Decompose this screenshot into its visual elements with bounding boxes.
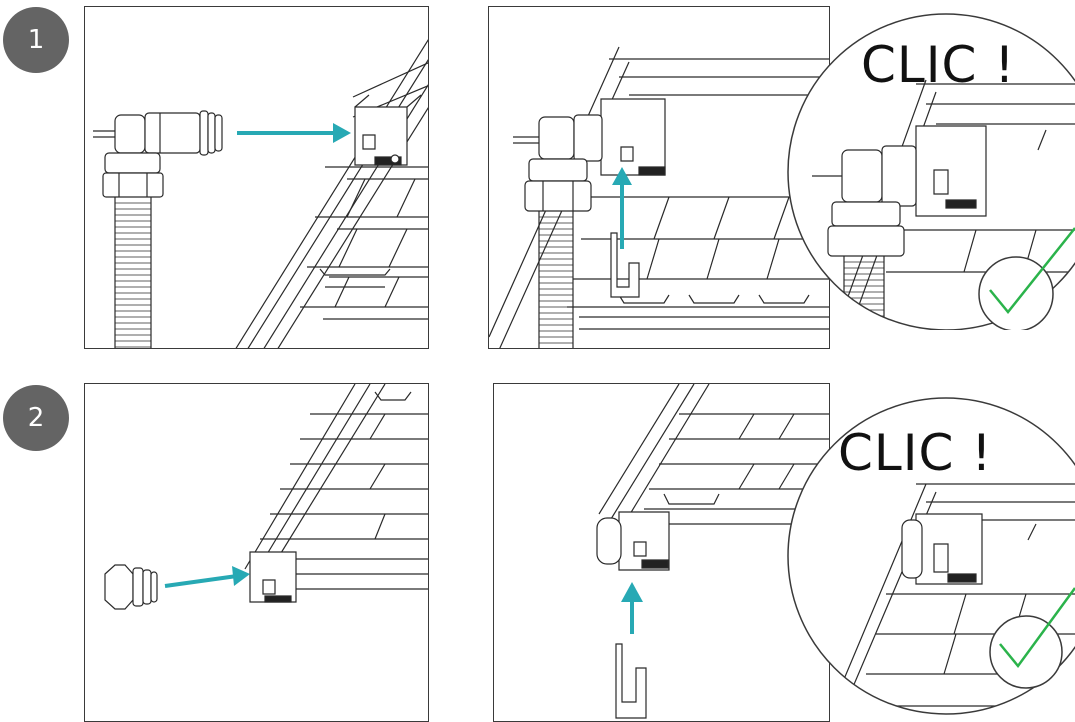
radiator-fitting-illustration — [85, 7, 429, 349]
step-2-panel-insert-plug — [84, 383, 429, 722]
clic-label-1: CLIC ! — [861, 36, 1016, 94]
check-icon — [990, 588, 1075, 688]
plug-arrow — [165, 566, 250, 586]
step-2-number: 2 — [27, 403, 45, 433]
check-icon — [979, 228, 1075, 330]
step-1-zoom-magnifier: CLIC ! — [776, 0, 1075, 330]
step-1-badge: 1 — [3, 7, 69, 73]
plug-insertion-illustration — [85, 384, 429, 722]
clic-label-2: CLIC ! — [838, 424, 993, 482]
step-2-panel-insert-clip — [493, 383, 830, 722]
plug-clip-up-arrow — [621, 582, 643, 634]
step-1-panel-insert-fitting — [84, 6, 429, 349]
insert-arrow — [237, 123, 351, 143]
step-1-panel-insert-clip — [488, 6, 830, 349]
step-2-badge: 2 — [3, 385, 69, 451]
plug-clip-illustration — [494, 384, 830, 722]
step-1-number: 1 — [27, 25, 45, 55]
clip-insertion-illustration — [489, 7, 830, 349]
step-2-zoom-magnifier: CLIC ! — [776, 384, 1075, 722]
clip-up-arrow — [612, 167, 632, 249]
